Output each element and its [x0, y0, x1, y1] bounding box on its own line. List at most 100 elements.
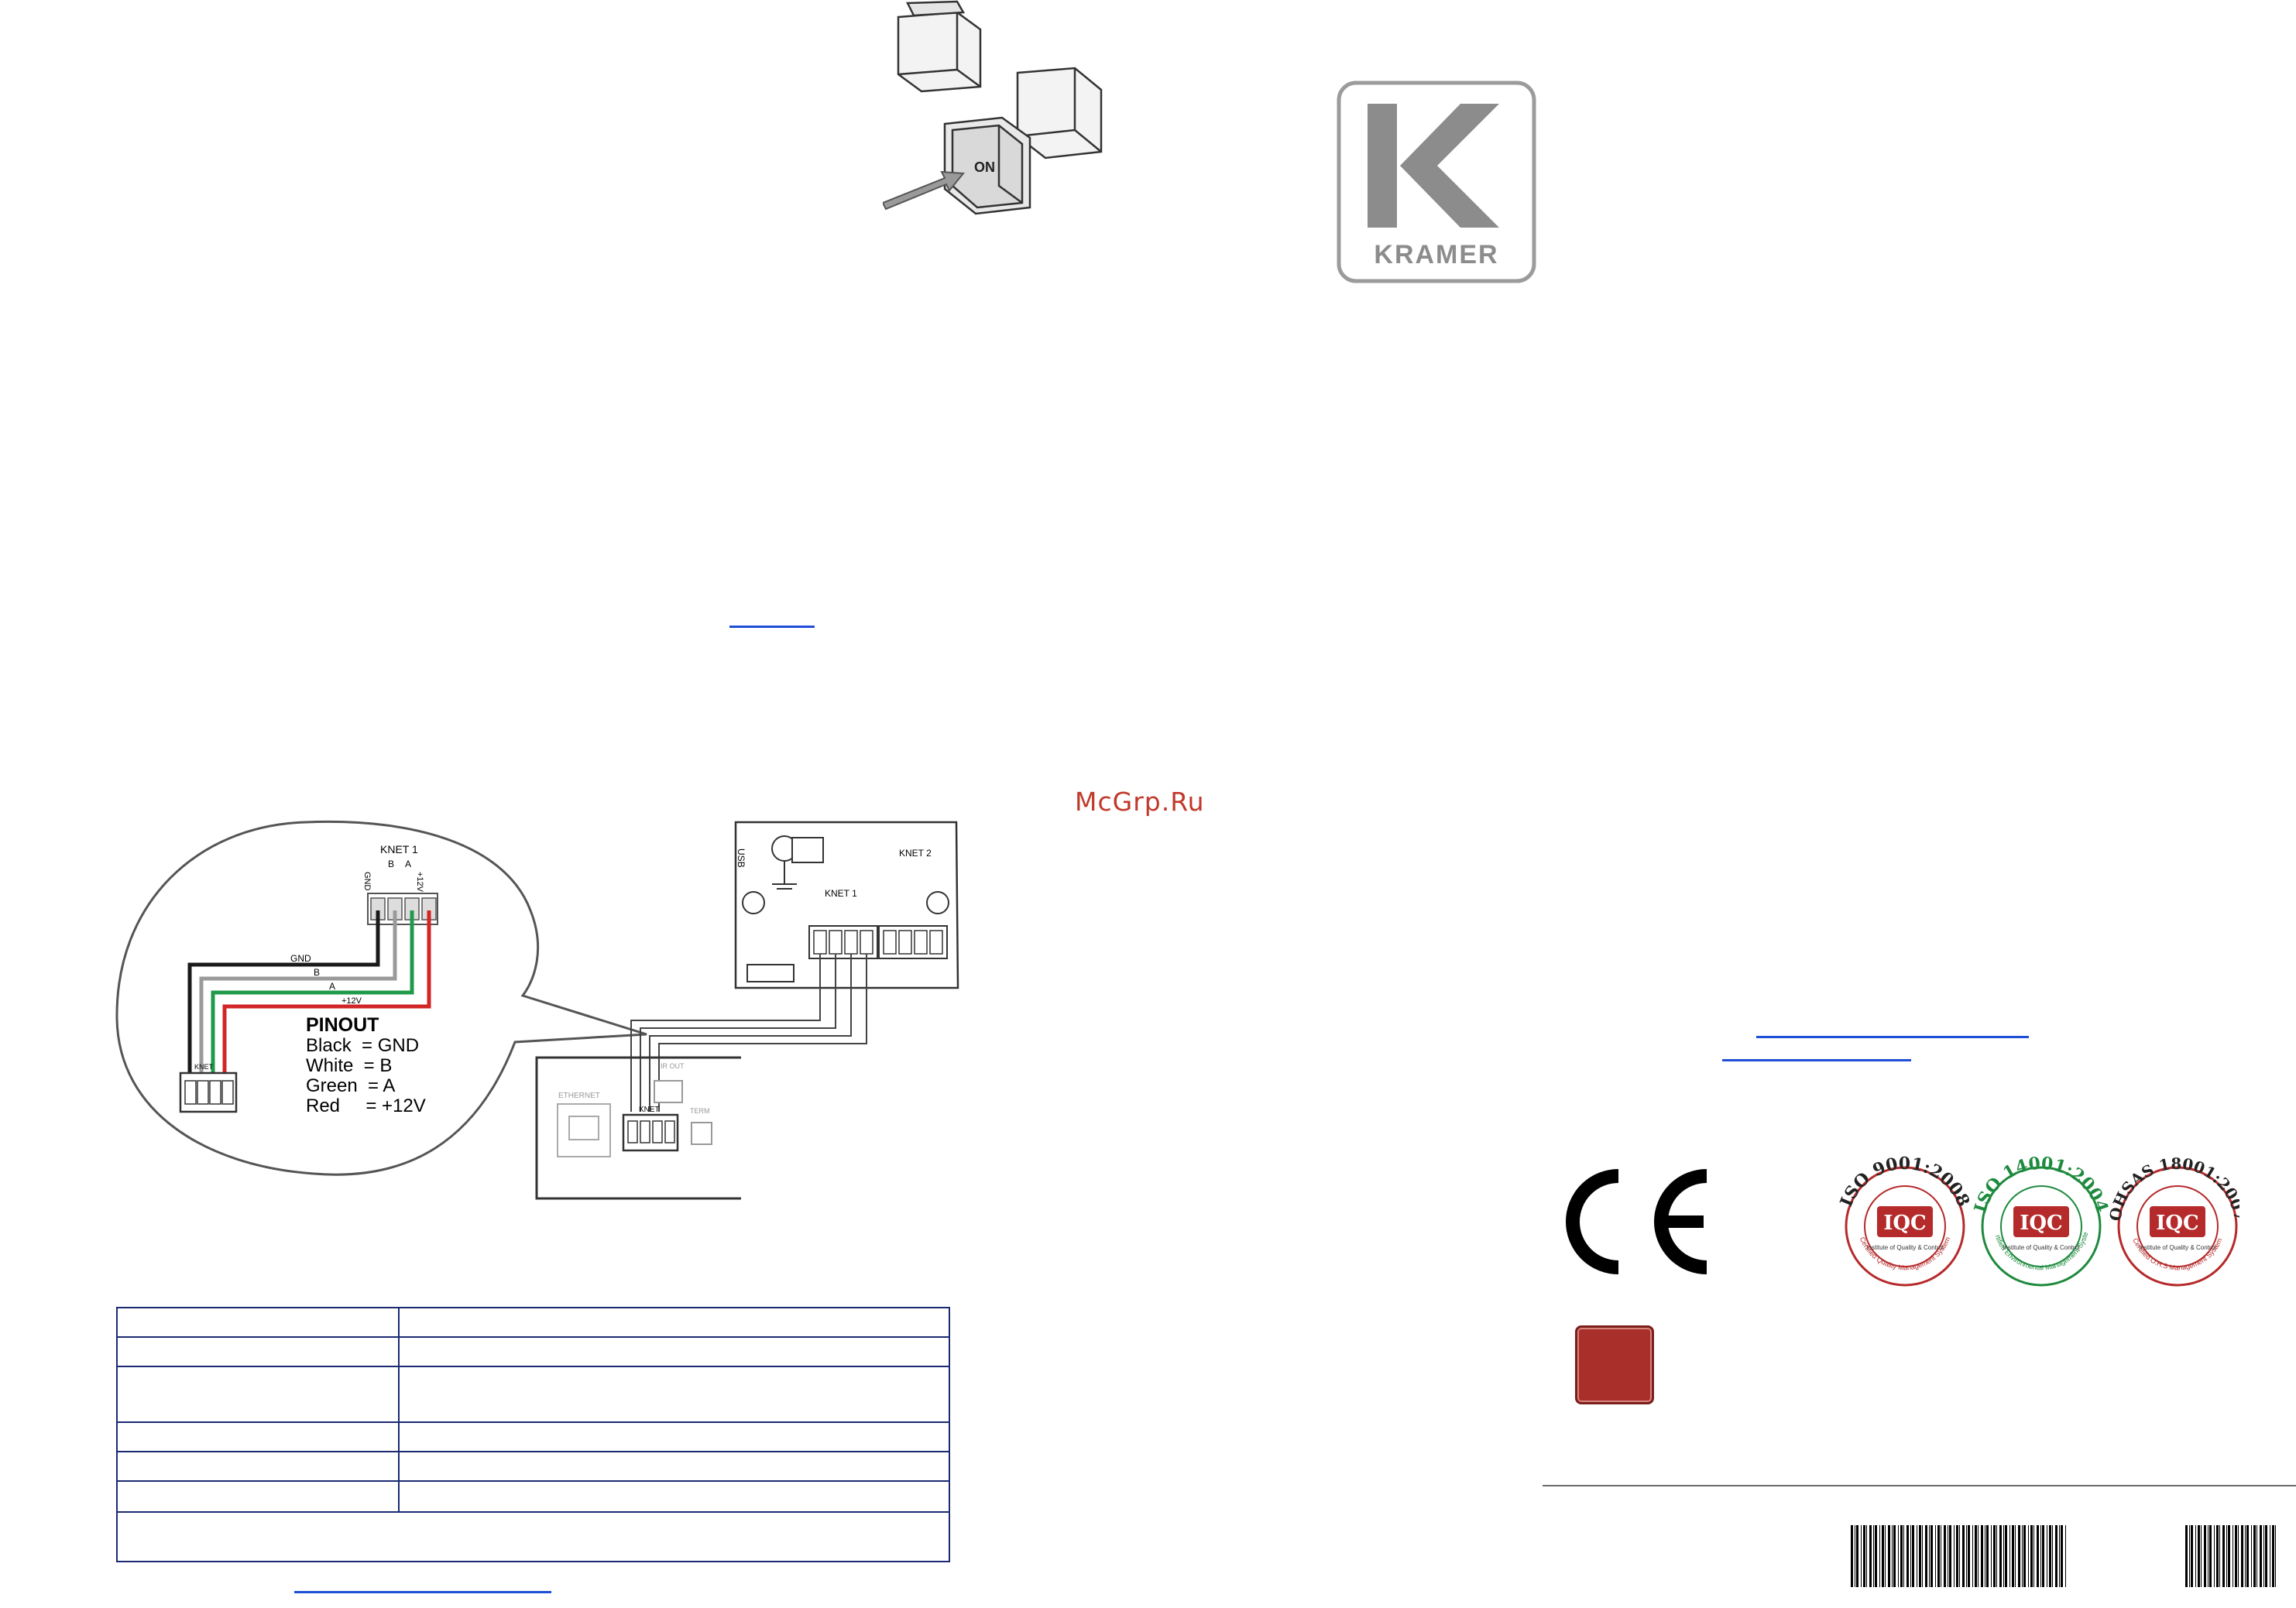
barcode-bar — [2009, 1525, 2010, 1587]
barcode-bar — [2005, 1525, 2007, 1587]
barcode-bar — [1937, 1525, 1940, 1587]
link-underline[interactable] — [1756, 1036, 2029, 1038]
barcode-bar — [1851, 1525, 1853, 1587]
table-cell — [398, 1451, 950, 1482]
barcode-bar — [1873, 1525, 1874, 1587]
barcode-bar — [2033, 1525, 2034, 1587]
barcode-bar — [2228, 1525, 2230, 1587]
barcode-bar — [2030, 1525, 2033, 1587]
barcode-bar — [1856, 1525, 1858, 1587]
svg-text:Institute of Quality & Control: Institute of Quality & Control — [2139, 1244, 2216, 1251]
barcode-bar — [1919, 1525, 1921, 1587]
barcode-icon — [2185, 1525, 2276, 1587]
svg-text:Institute of Quality & Control: Institute of Quality & Control — [2003, 1244, 2080, 1251]
horizontal-divider — [1543, 1485, 2296, 1486]
bubble-knet-connector-label: KNET — [194, 1063, 214, 1071]
barcode-bar — [1949, 1525, 1951, 1587]
barcode-bar — [1962, 1525, 1965, 1587]
barcode-bar — [1935, 1525, 1936, 1587]
barcode-bar — [1879, 1525, 1880, 1587]
barcode-bar — [2263, 1525, 2264, 1587]
svg-text:IQC: IQC — [1883, 1212, 1927, 1235]
unit-knet-label: KNET — [639, 1106, 660, 1114]
wire-label-b: B — [314, 967, 320, 978]
barcode-bar — [1900, 1525, 1903, 1587]
svg-text:IQC: IQC — [2156, 1212, 2199, 1235]
link-underline[interactable] — [729, 626, 815, 628]
barcode-bar — [2222, 1525, 2225, 1587]
red-square-icon — [1575, 1325, 1654, 1404]
barcode-bar — [1885, 1525, 1886, 1587]
bubble-pin-a: A — [405, 859, 411, 869]
barcode-bar — [2195, 1525, 2196, 1587]
barcode-bar — [1861, 1525, 1862, 1587]
barcode-bar — [1996, 1525, 1997, 1587]
table-cell — [116, 1421, 400, 1452]
barcode-bar — [2241, 1525, 2243, 1587]
barcode-bar — [2040, 1525, 2041, 1587]
barcode-bar — [2055, 1525, 2057, 1587]
barcode-bar — [1929, 1525, 1930, 1587]
table-cell — [116, 1336, 400, 1367]
pinout-line-green: Green = A — [306, 1075, 395, 1096]
barcode-bar — [1999, 1525, 2002, 1587]
barcode-bar — [2015, 1525, 2016, 1587]
barcode-bar — [2260, 1525, 2262, 1587]
barcode-bar — [2201, 1525, 2202, 1587]
barcode-bar — [2185, 1525, 2188, 1587]
barcode-bar — [2204, 1525, 2206, 1587]
barcode-bar — [1906, 1525, 1909, 1587]
table-cell — [116, 1480, 400, 1513]
barcode-bar — [1898, 1525, 1899, 1587]
specifications-table — [116, 1307, 950, 1562]
iso-9001-seal: ISO 9001:2008 IQC Institute of Quality &… — [1837, 1155, 1974, 1287]
barcode-bar — [1959, 1525, 1960, 1587]
barcode-bar — [1863, 1525, 1865, 1587]
barcode-bar — [2012, 1525, 2014, 1587]
knet-wiring-diagram: KNET 1 GND B A +12V GND B A +12V KNET PI… — [115, 820, 959, 1200]
watermark-text: McGrp.Ru — [1075, 787, 1205, 817]
table-cell — [398, 1336, 950, 1367]
barcode-bar — [1888, 1525, 1890, 1587]
board-knet2-label: KNET 2 — [899, 848, 932, 859]
barcode-bar — [2246, 1525, 2249, 1587]
table-cell — [398, 1307, 950, 1338]
svg-text:IQC: IQC — [2020, 1212, 2063, 1235]
barcode-bar — [2191, 1525, 2193, 1587]
barcode-bar — [1903, 1525, 1904, 1587]
table-cell — [398, 1366, 950, 1423]
board-knet1-label: KNET 1 — [825, 888, 857, 899]
table-cell — [116, 1307, 400, 1338]
table-cell — [398, 1480, 950, 1513]
table-cell — [398, 1421, 950, 1452]
kramer-logo: KRAMER — [1337, 81, 1536, 283]
barcode-bar — [1882, 1525, 1884, 1587]
barcode-bar — [1922, 1525, 1923, 1587]
bubble-pin-b: B — [388, 859, 394, 869]
barcode-bar — [2209, 1525, 2212, 1587]
barcode-bar — [1975, 1525, 1977, 1587]
barcode-bar — [2189, 1525, 2190, 1587]
barcode-icon — [1851, 1525, 2066, 1587]
barcode-bar — [1875, 1525, 1877, 1587]
barcode-bar — [1912, 1525, 1914, 1587]
barcode-bar — [1981, 1525, 1983, 1587]
barcode-bar — [1893, 1525, 1896, 1587]
bubble-knet1-label: KNET 1 — [380, 843, 418, 855]
barcode-bar — [1944, 1525, 1946, 1587]
barcode-bar — [2028, 1525, 2029, 1587]
barcode-bar — [1956, 1525, 1958, 1587]
logo-brand-text: KRAMER — [1374, 240, 1498, 269]
barcode-bar — [2003, 1525, 2004, 1587]
barcode-bar — [1972, 1525, 1973, 1587]
barcode-bar — [2049, 1525, 2051, 1587]
barcode-bar — [2061, 1525, 2063, 1587]
pinout-line-white: White = B — [306, 1055, 392, 1076]
barcode-bar — [2022, 1525, 2023, 1587]
barcode-bar — [1869, 1525, 1872, 1587]
link-underline[interactable] — [1722, 1059, 1911, 1061]
barcode-bar — [2059, 1525, 2060, 1587]
link-underline[interactable] — [294, 1591, 551, 1593]
bubble-pin-12v: +12V — [415, 872, 424, 893]
barcode-bar — [2251, 1525, 2252, 1587]
